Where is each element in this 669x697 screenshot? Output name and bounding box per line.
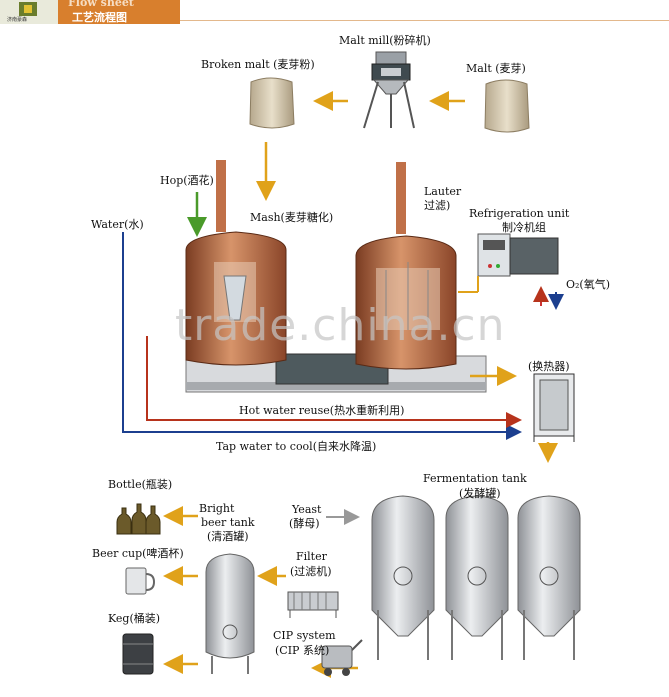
title-english: Flow sheet (68, 0, 134, 9)
label-refrigeration-en: Refrigeration unit (469, 207, 570, 220)
lauter-tun-icon (355, 162, 457, 370)
fermentation-tank-icon (445, 495, 509, 660)
bottle-icon (116, 503, 161, 535)
label-o2: O₂(氧气) (566, 278, 611, 291)
fermentation-tank-icon (517, 495, 581, 660)
fermentation-tank-icon (371, 495, 435, 660)
label-malt: Malt (麦芽) (466, 62, 526, 75)
broken-malt-sack-icon (249, 77, 295, 129)
label-lauter-en: Lauter (424, 185, 462, 198)
label-cip-en: CIP system (273, 629, 336, 642)
label-fermentation-en: Fermentation tank (423, 472, 527, 485)
logo-mark-icon (19, 2, 37, 16)
label-tap-water: Tap water to cool(自来水降温) (216, 440, 377, 453)
title-band: Flow sheet 工艺流程图 (58, 0, 180, 24)
title-chinese: 工艺流程图 (72, 11, 127, 24)
label-filter-cn: (过滤机) (290, 565, 332, 578)
keg-icon (122, 633, 154, 675)
header: 济南豪森 Flow sheet 工艺流程图 (0, 0, 669, 24)
tap-water-line (122, 232, 522, 440)
label-broken-malt: Broken malt (麦芽粉) (201, 58, 315, 71)
mash-tun-icon (185, 160, 287, 366)
label-mash: Mash(麦芽糖化) (250, 211, 334, 224)
filter-icon (287, 591, 339, 618)
label-yeast-en: Yeast (292, 503, 322, 516)
company-logo: 济南豪森 (0, 0, 59, 24)
label-fermentation-cn: (发酵罐) (459, 487, 501, 500)
hot-water-line (146, 336, 522, 428)
malt-sack-icon (484, 79, 530, 133)
label-hop: Hop(酒花) (160, 174, 214, 187)
watermark: trade.china.cn (175, 300, 506, 351)
heat-exchanger-icon (533, 373, 575, 442)
label-water: Water(水) (91, 218, 144, 231)
cip-system-icon (321, 639, 363, 676)
label-lauter-cn: 过滤) (424, 199, 451, 212)
label-malt-mill: Malt mill(粉碎机) (339, 34, 431, 47)
brewhouse-platform (185, 353, 487, 393)
label-bright-3: (清酒罐) (207, 530, 249, 543)
label-yeast-cn: (酵母) (289, 517, 320, 530)
header-divider (180, 20, 669, 21)
label-refrigeration-cn: 制冷机组 (502, 221, 546, 234)
label-bottle: Bottle(瓶装) (108, 478, 173, 491)
logo-text: 济南豪森 (7, 17, 28, 23)
label-bright-1: Bright (199, 502, 235, 515)
label-filter-en: Filter (296, 550, 327, 563)
beer-cup-icon (125, 567, 156, 595)
label-hot-water-reuse: Hot water reuse(热水重新利用) (239, 404, 405, 417)
label-beer-cup: Beer cup(啤酒杯) (92, 547, 184, 560)
label-bright-2: beer tank (201, 516, 255, 529)
label-keg: Keg(桶装) (108, 612, 161, 625)
bright-beer-tank-icon (205, 553, 255, 674)
malt-mill-icon (363, 51, 415, 129)
label-heat-exchanger: (换热器) (528, 360, 570, 373)
refrigeration-unit-icon (477, 233, 559, 277)
label-cip-cn: (CIP 系统) (275, 644, 330, 657)
